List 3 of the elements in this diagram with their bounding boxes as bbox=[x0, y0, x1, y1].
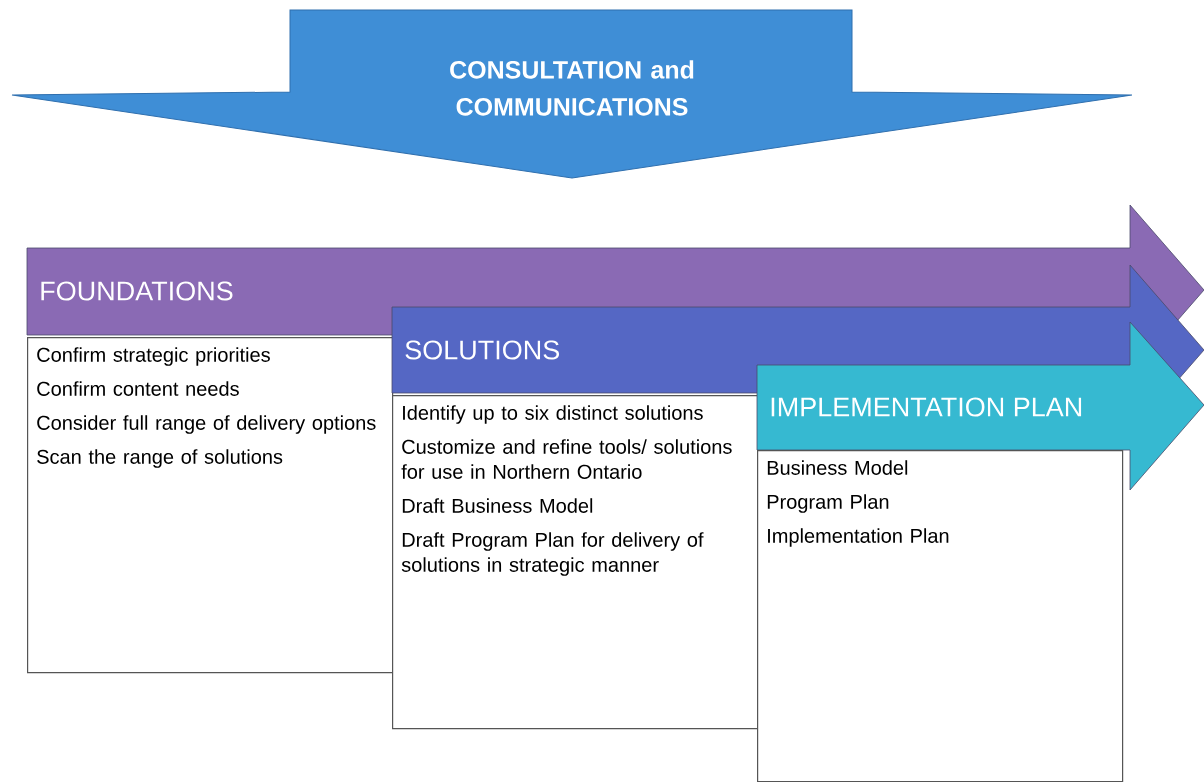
text-box: Business Model Program Plan Implementation Plan bbox=[757, 450, 1124, 782]
text-box: Identify up to six distinct solutions Customize and refine tools/ solutions for use in Northern Ontario Draft Business Model Draft Program Plan for delivery of solutions in strategic manner bbox=[392, 395, 759, 730]
text-box: Confirm strategic priorities Confirm content needs Consider full range of delivery options Scan the range of solutions bbox=[27, 337, 394, 674]
